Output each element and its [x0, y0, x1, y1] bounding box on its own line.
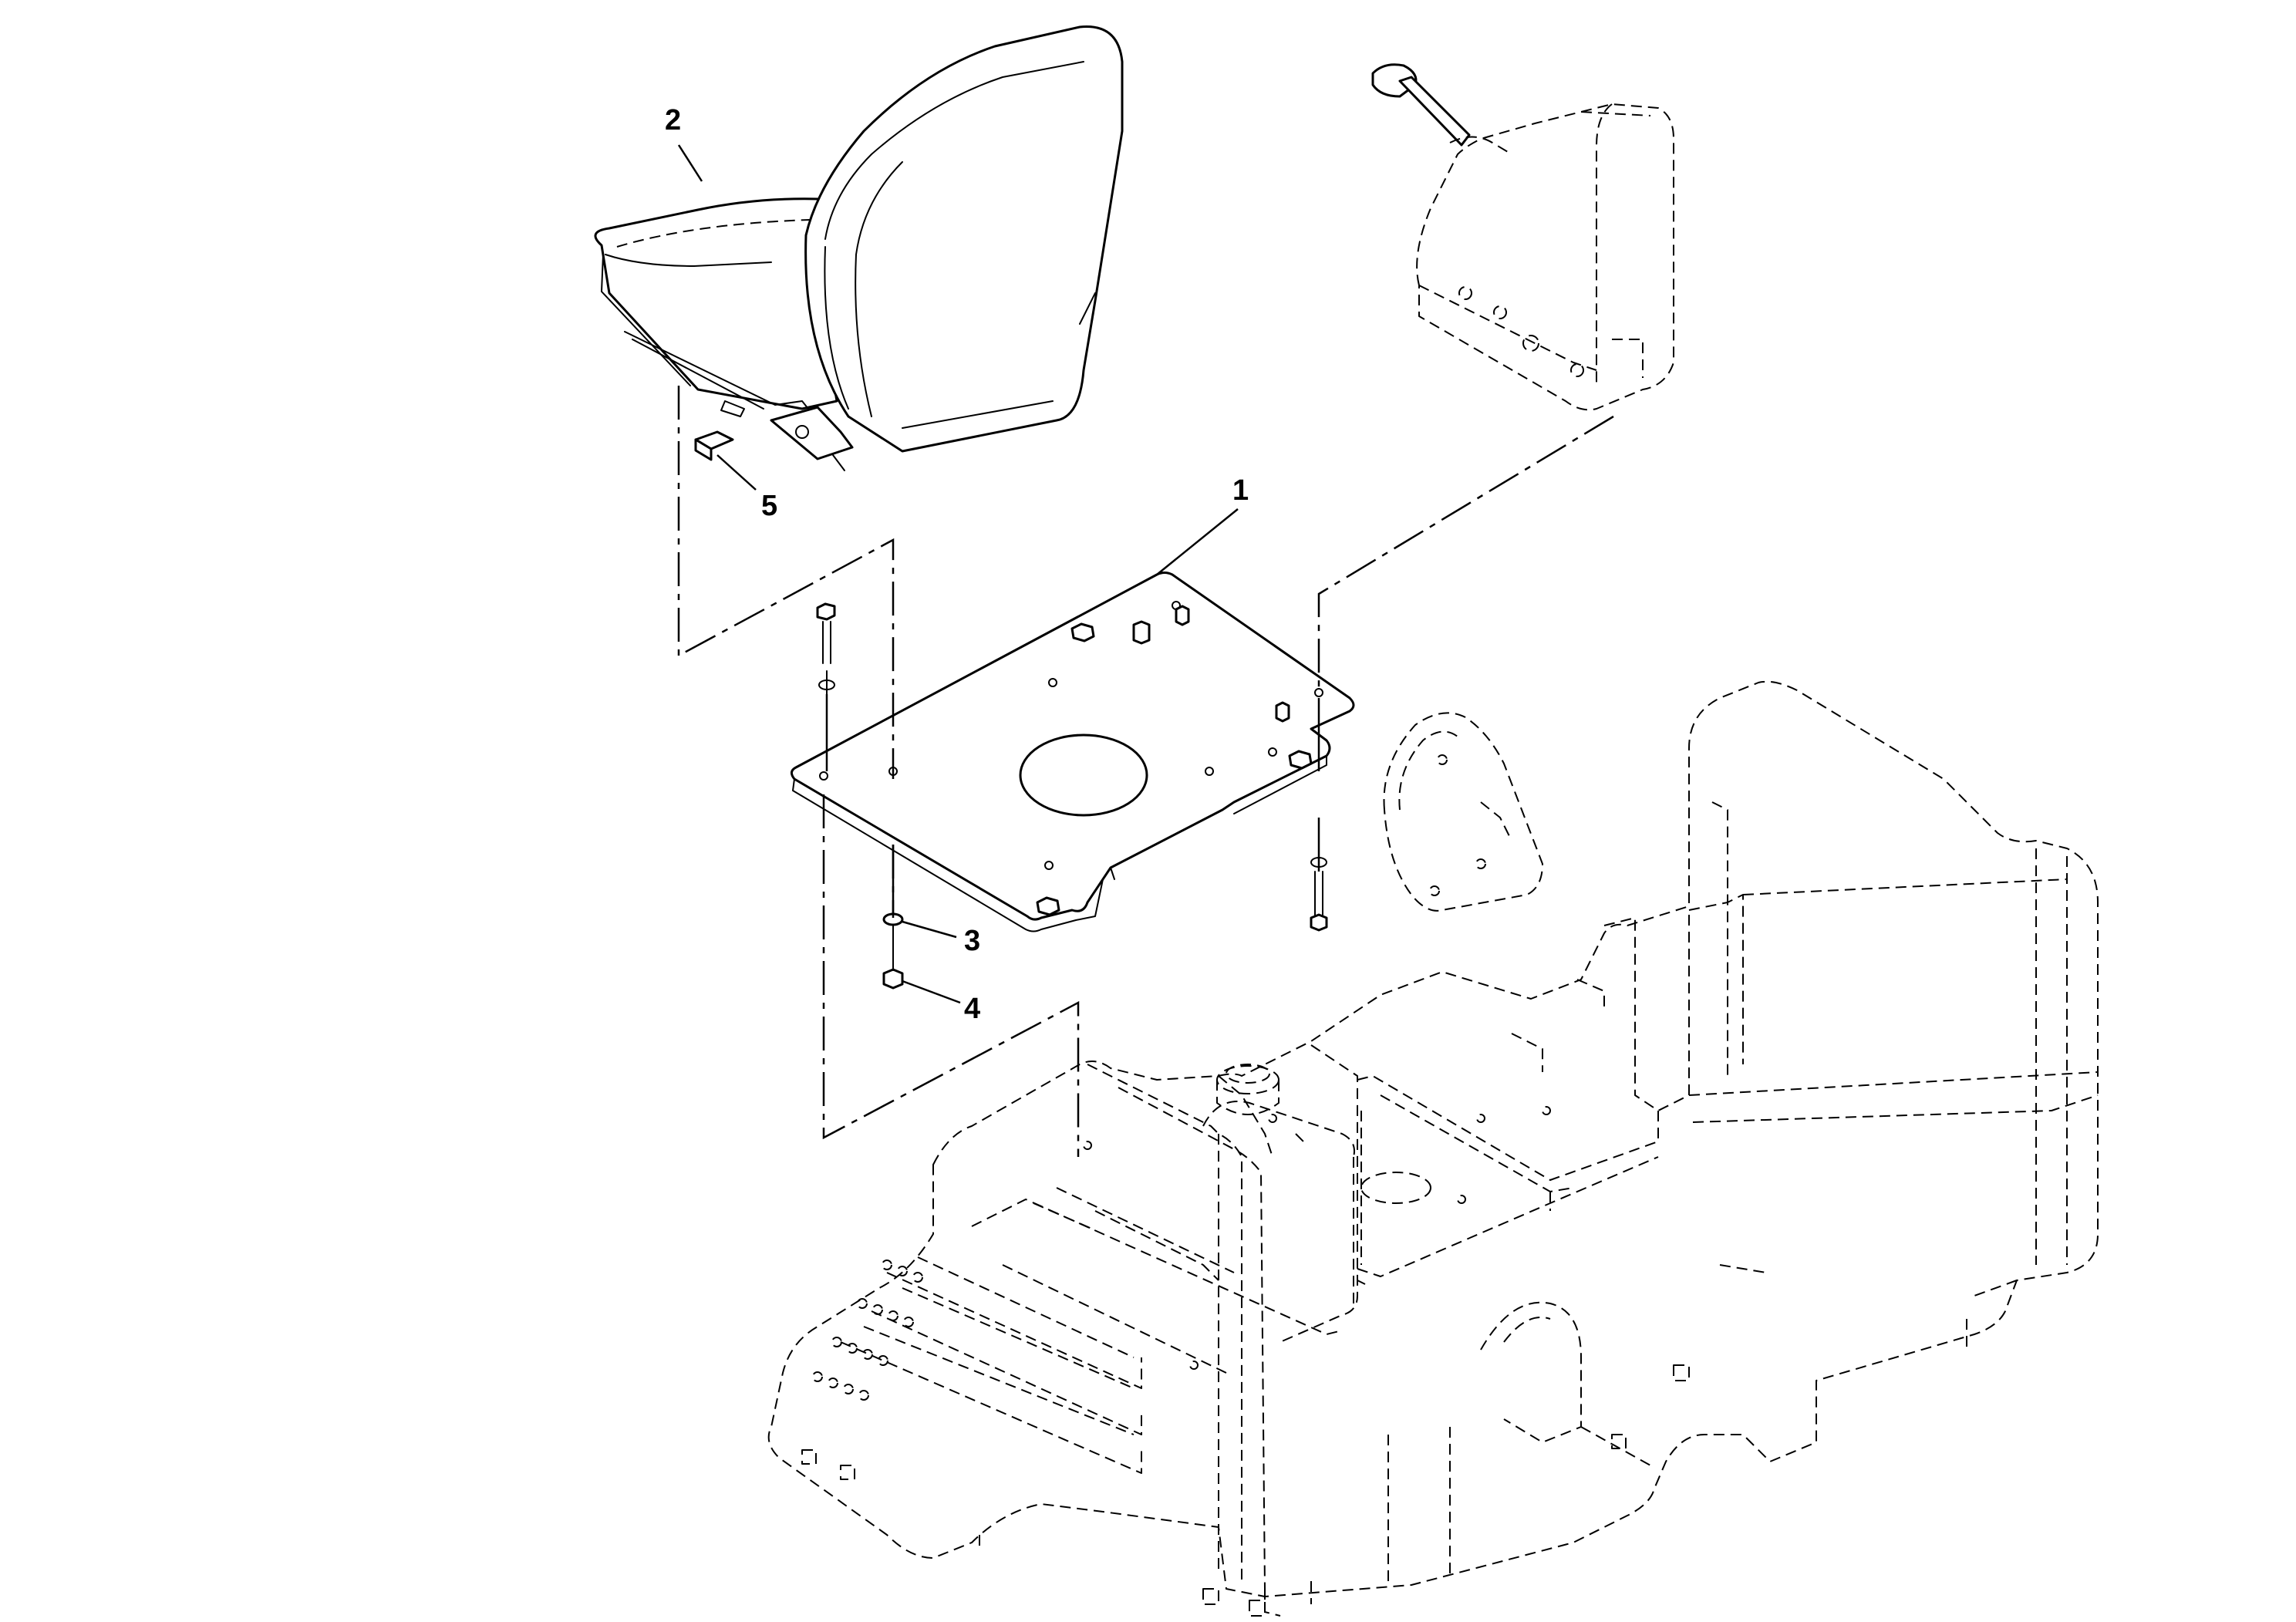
- callout-3: 3: [964, 925, 980, 957]
- seat: [594, 25, 1124, 471]
- step-tread-holes: [812, 1259, 923, 1401]
- callout-4: 4: [964, 993, 980, 1025]
- alignment-phantom-lines: [677, 386, 1614, 1157]
- callout-1: 1: [1232, 474, 1249, 507]
- control-console-housing: [1371, 63, 1674, 411]
- callout-leaders: [677, 144, 1239, 1004]
- seat-mounting-plate: [791, 572, 1355, 932]
- fuel-cap: [1216, 1064, 1279, 1115]
- callout-5: 5: [761, 490, 777, 522]
- machine-chassis: [767, 680, 2099, 1617]
- callout-2: 2: [665, 104, 681, 137]
